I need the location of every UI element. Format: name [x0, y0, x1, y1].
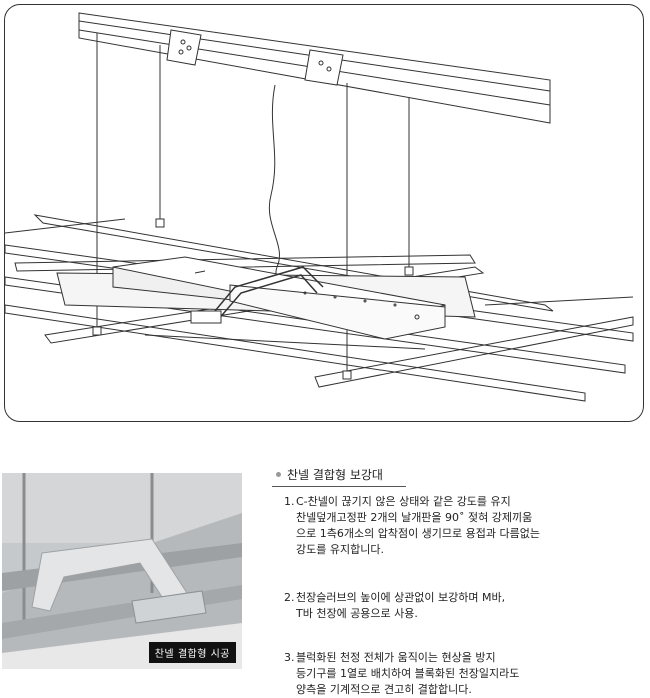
light-fixture-right — [229, 284, 446, 340]
product-description: 찬넬 결합형 보강대 1.C-찬넬이 끊기지 않은 상태와 같은 강도를 유지 … — [272, 466, 642, 696]
channel-clamp — [190, 310, 222, 324]
bullet-icon — [276, 472, 281, 477]
feature-line: 으로 1측6개소의 압착점이 생기므로 용접과 다름없는 — [296, 527, 540, 540]
feature-line: 등기구를 1열로 배치하여 블록화된 천장일지라도 — [296, 667, 520, 680]
ceiling-structure-drawing — [5, 12, 634, 402]
feature-line: 강도를 유지합니다. — [296, 543, 384, 556]
section-title: 찬넬 결합형 보강대 — [272, 466, 406, 487]
feature-line: 양측을 기계적으로 견고히 결합합니다. — [296, 683, 472, 696]
photo-caption: 찬넬 결합형 시공 — [148, 642, 236, 663]
feature-number: 2. — [284, 591, 295, 604]
cross-channel — [314, 316, 634, 388]
section-title-text: 찬넬 결합형 보강대 — [287, 468, 383, 482]
feature-line: 블럭화된 천정 전체가 움직이는 현상을 방지 — [296, 651, 496, 664]
feature-line: 찬넬덮개고정판 2개의 날개판을 90˚ 젖혀 강제끼움 — [296, 511, 533, 524]
installation-diagram — [4, 4, 644, 422]
beam-bracket-left — [166, 29, 202, 66]
cross-channel — [14, 254, 476, 272]
main-channel — [33, 214, 554, 312]
main-channel — [5, 304, 586, 402]
main-channel — [5, 276, 626, 374]
feature-item-1: 1.C-찬넬이 끊기지 않은 상태와 같은 강도를 유지 찬넬덮개고정판 2개의… — [284, 494, 540, 558]
power-cable — [268, 84, 288, 292]
installation-photo: 찬넬 결합형 시공 — [2, 473, 242, 669]
feature-line: T바 천장에 공용으로 사용. — [296, 607, 418, 620]
feature-number: 1. — [284, 495, 295, 508]
feature-item-2: 2.천장슬러브의 높이에 상관없이 보강하며 M바, T바 천장에 공용으로 사… — [284, 590, 505, 622]
feature-line: C-찬넬이 끊기지 않은 상태와 같은 강도를 유지 — [296, 495, 511, 508]
feature-line: 천장슬러브의 높이에 상관없이 보강하며 M바, — [296, 591, 506, 604]
beam-bracket-right — [304, 49, 344, 86]
photo-illustration — [2, 473, 242, 669]
feature-item-3: 3.블럭화된 천정 전체가 움직이는 현상을 방지 등기구를 1열로 배치하여 … — [284, 650, 519, 698]
feature-number: 3. — [284, 651, 295, 664]
reinforcement-bracket — [209, 266, 324, 322]
